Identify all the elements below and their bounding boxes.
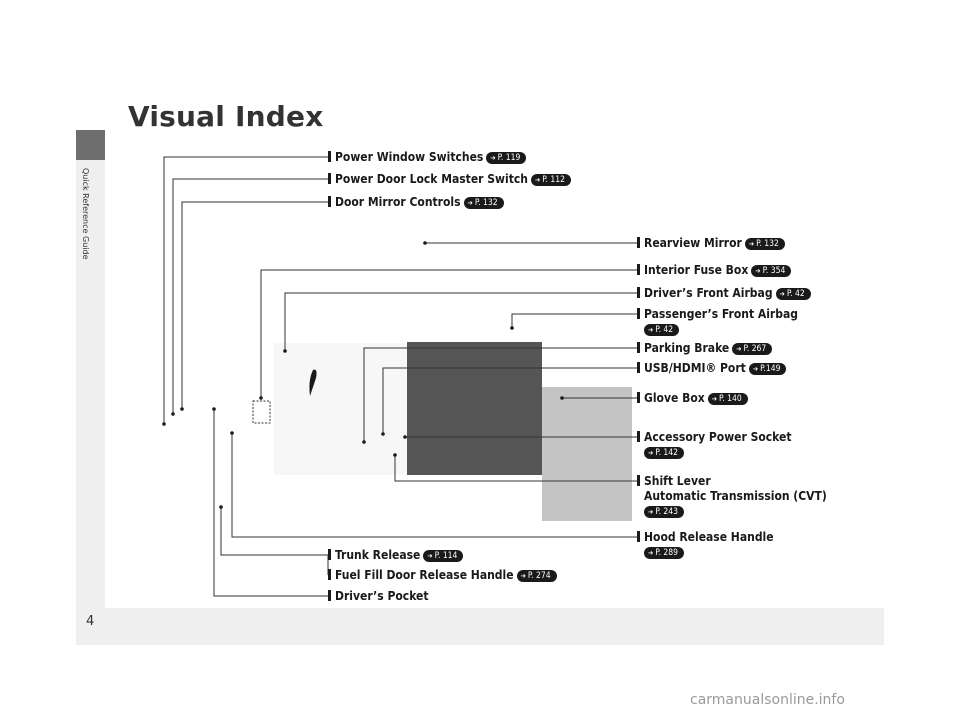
section-tab[interactable] xyxy=(76,130,105,160)
label-passengers-front-airbag[interactable]: Passenger’s Front Airbag ➔P. 42 xyxy=(637,307,798,337)
label-glove-box[interactable]: Glove Box➔P. 140 xyxy=(637,391,748,406)
page-ref-badge[interactable]: ➔P. 142 xyxy=(644,447,685,459)
page-ref-badge[interactable]: ➔P. 132 xyxy=(744,238,785,250)
label-trunk-release[interactable]: Trunk Release➔P. 114 xyxy=(328,548,464,563)
leader-parking-brake xyxy=(363,347,637,442)
label-power-door-lock-master-switch[interactable]: Power Door Lock Master Switch➔P. 112 xyxy=(328,172,571,187)
arrow-icon: ➔ xyxy=(534,176,541,184)
label-usb-hdmi-port[interactable]: USB/HDMI® Port➔P.149 xyxy=(637,361,787,376)
label-shift-lever[interactable]: Shift Lever Automatic Transmission (CVT)… xyxy=(637,474,827,519)
leader-power-door-lock xyxy=(172,178,328,414)
glove-box-area-image xyxy=(542,387,632,521)
watermark: carmanualsonline.info xyxy=(690,692,845,708)
label-power-window-switches[interactable]: Power Window Switches➔P. 119 xyxy=(328,150,527,165)
label-drivers-pocket: Driver’s Pocket xyxy=(328,589,429,604)
leader-hood-release xyxy=(231,433,637,538)
page-ref-badge[interactable]: ➔P.149 xyxy=(748,363,787,375)
page-title: Visual Index xyxy=(128,100,324,133)
label-rearview-mirror[interactable]: Rearview Mirror➔P. 132 xyxy=(637,236,785,251)
page-ref-badge[interactable]: ➔P. 274 xyxy=(516,570,557,582)
label-parking-brake[interactable]: Parking Brake➔P. 267 xyxy=(637,341,773,356)
arrow-icon: ➔ xyxy=(490,154,496,162)
leader-dots xyxy=(162,241,564,509)
page-ref-badge[interactable]: ➔P. 42 xyxy=(644,324,680,336)
leader-trunk-release xyxy=(220,507,328,556)
leader-passengers-airbag xyxy=(511,313,637,328)
arrow-icon: ➔ xyxy=(752,365,759,373)
leader-fuse-box xyxy=(260,269,637,398)
page-ref-badge[interactable]: ➔P. 267 xyxy=(732,343,773,355)
page-ref-badge[interactable]: ➔P. 289 xyxy=(644,547,685,559)
dashboard-left-area xyxy=(274,343,409,475)
page-ref-badge[interactable]: ➔P. 243 xyxy=(644,506,685,518)
page-ref-badge[interactable]: ➔P. 114 xyxy=(423,550,464,562)
label-accessory-power-socket[interactable]: Accessory Power Socket ➔P. 142 xyxy=(637,430,792,460)
page-number: 4 xyxy=(86,614,95,629)
arrow-icon: ➔ xyxy=(736,345,742,353)
leader-door-mirror xyxy=(181,201,328,409)
arrow-icon: ➔ xyxy=(711,395,717,403)
leader-lines xyxy=(163,156,637,597)
leader-drivers-airbag xyxy=(284,292,637,351)
fuse-box-outline xyxy=(252,400,271,424)
arrow-icon: ➔ xyxy=(648,449,654,457)
leader-usb-port xyxy=(382,367,637,434)
arrow-icon: ➔ xyxy=(748,240,755,248)
page-ref-badge[interactable]: ➔P. 132 xyxy=(463,197,504,209)
page-ref-badge[interactable]: ➔P. 42 xyxy=(775,288,811,300)
arrow-icon: ➔ xyxy=(467,199,473,207)
page-ref-badge[interactable]: ➔P. 140 xyxy=(707,393,748,405)
page-ref-badge[interactable]: ➔P. 119 xyxy=(486,152,527,164)
label-hood-release-handle[interactable]: Hood Release Handle ➔P. 289 xyxy=(637,530,774,560)
label-interior-fuse-box[interactable]: Interior Fuse Box➔P. 354 xyxy=(637,263,792,278)
label-fuel-fill-door-release-handle[interactable]: Fuel Fill Door Release Handle➔P. 274 xyxy=(328,568,557,583)
arrow-icon: ➔ xyxy=(427,552,433,560)
leader-power-window xyxy=(163,156,328,424)
arrow-icon: ➔ xyxy=(648,326,654,334)
label-drivers-front-airbag[interactable]: Driver’s Front Airbag➔P. 42 xyxy=(637,286,811,301)
arrow-icon: ➔ xyxy=(648,508,654,516)
center-console-image xyxy=(407,342,542,475)
arrow-icon: ➔ xyxy=(648,549,654,557)
arrow-icon: ➔ xyxy=(520,572,526,580)
arrow-icon: ➔ xyxy=(779,290,785,298)
leader-drivers-pocket xyxy=(213,409,328,597)
page-ref-badge[interactable]: ➔P. 354 xyxy=(751,265,792,277)
label-door-mirror-controls[interactable]: Door Mirror Controls➔P. 132 xyxy=(328,195,504,210)
leader-shift-lever xyxy=(394,455,637,482)
page-ref-badge[interactable]: ➔P. 112 xyxy=(530,174,571,186)
arrow-icon: ➔ xyxy=(755,267,761,275)
mirror-shape xyxy=(309,369,317,396)
